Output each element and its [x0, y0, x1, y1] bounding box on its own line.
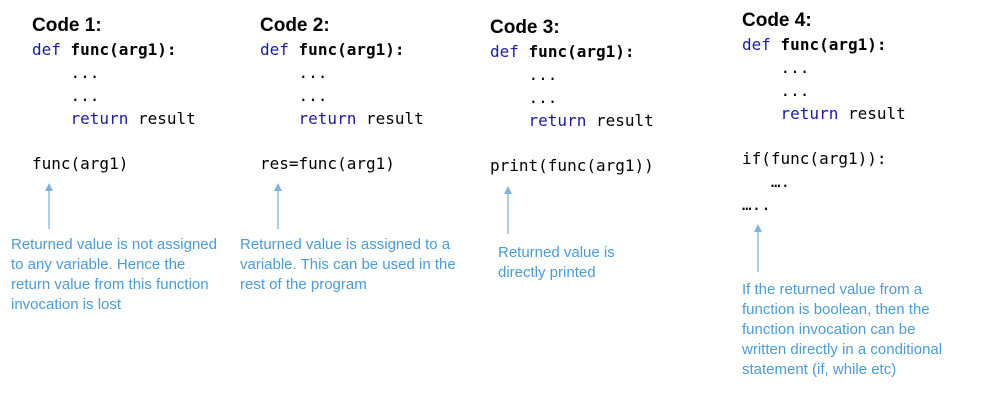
code-block-4: Code 4: def func(arg1): ... ... return r…	[742, 9, 906, 216]
code-dots-line: ...	[260, 84, 424, 107]
ellipsis: ...	[298, 63, 328, 82]
code-call-line: …..	[742, 195, 771, 214]
note-code-1: Returned value is not assigned to any va…	[11, 236, 217, 313]
code-dots-line: ...	[742, 79, 906, 102]
code-title: Code 1:	[32, 15, 102, 36]
code-block-1: Code 1: def func(arg1): ... ... return r…	[32, 14, 196, 175]
code-def-line: def func(arg1):	[260, 38, 424, 61]
return-value: result	[137, 109, 196, 128]
code-dots-line: ...	[260, 61, 424, 84]
code-block-3: Code 3: def func(arg1): ... ... return r…	[490, 16, 654, 177]
ellipsis: ...	[528, 88, 558, 107]
def-keyword: def	[32, 40, 61, 59]
code-call-line: ….	[742, 172, 791, 191]
code-title: Code 2:	[260, 15, 330, 36]
note-code-2: Returned value is assigned to a variable…	[240, 236, 456, 293]
ellipsis: ...	[298, 86, 328, 105]
arrow-up-icon	[754, 224, 762, 272]
note-code-3: Returned value is directly printed	[498, 244, 615, 281]
return-keyword: return	[528, 111, 587, 130]
code-def-line: def func(arg1):	[742, 33, 906, 56]
code-return-line: return result	[490, 109, 654, 132]
code-return-line: return result	[32, 107, 196, 130]
code-return-line: return result	[742, 102, 906, 125]
code-return-line: return result	[260, 107, 424, 130]
code-block-2: Code 2: def func(arg1): ... ... return r…	[260, 14, 424, 175]
ellipsis: ...	[780, 81, 810, 100]
function-signature: func(arg1):	[298, 40, 405, 59]
function-signature: func(arg1):	[528, 42, 635, 61]
ellipsis: ...	[70, 86, 100, 105]
code-def-line: def func(arg1):	[32, 38, 196, 61]
code-dots-line: ...	[490, 63, 654, 86]
return-value: result	[595, 111, 654, 130]
return-keyword: return	[780, 104, 839, 123]
code-dots-line: ...	[32, 84, 196, 107]
arrow-up-icon	[504, 186, 512, 234]
code-call-line: func(arg1)	[32, 154, 129, 173]
code-title: Code 3:	[490, 17, 560, 38]
return-keyword: return	[298, 109, 357, 128]
function-signature: func(arg1):	[780, 35, 887, 54]
return-value: result	[847, 104, 906, 123]
def-keyword: def	[490, 42, 519, 61]
code-call-line: print(func(arg1))	[490, 156, 654, 175]
ellipsis: ...	[528, 65, 558, 84]
ellipsis: ...	[780, 58, 810, 77]
def-keyword: def	[742, 35, 771, 54]
arrow-up-icon	[45, 183, 53, 229]
ellipsis: ...	[70, 63, 100, 82]
code-call-line: res=func(arg1)	[260, 154, 395, 173]
code-dots-line: ...	[32, 61, 196, 84]
arrow-up-icon	[274, 183, 282, 229]
note-code-4: If the returned value from a function is…	[742, 281, 943, 378]
code-dots-line: ...	[742, 56, 906, 79]
def-keyword: def	[260, 40, 289, 59]
code-dots-line: ...	[490, 86, 654, 109]
return-value: result	[365, 109, 424, 128]
code-def-line: def func(arg1):	[490, 40, 654, 63]
code-title: Code 4:	[742, 10, 812, 31]
code-call-line: if(func(arg1)):	[742, 149, 887, 168]
return-keyword: return	[70, 109, 129, 128]
function-signature: func(arg1):	[70, 40, 177, 59]
